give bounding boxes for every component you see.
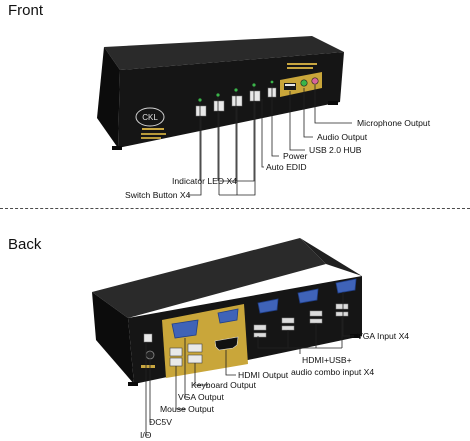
usb-keyboard-port bbox=[169, 357, 183, 367]
usb-hub-port bbox=[284, 83, 296, 90]
callout-hdmi-usb-audio-line1: HDMI+USB+ bbox=[302, 355, 352, 365]
callout-usb-hub: USB 2.0 HUB bbox=[309, 145, 362, 155]
audio-jack bbox=[300, 79, 308, 87]
front-face bbox=[118, 52, 344, 148]
vga-output-port bbox=[171, 319, 199, 339]
vga-input-1 bbox=[217, 308, 239, 324]
callout-audio-output: Audio Output bbox=[317, 132, 368, 142]
io-switch bbox=[143, 333, 153, 343]
usb-mouse-port bbox=[169, 347, 183, 357]
vga-input-2 bbox=[257, 298, 279, 314]
vga-input-3 bbox=[297, 288, 319, 304]
callout-vga-output: VGA Output bbox=[178, 392, 224, 402]
callout-hdmi-usb-audio-line2: audio combo input X4 bbox=[291, 367, 375, 377]
front-heading: Front bbox=[8, 2, 44, 19]
callout-vga-input: VGA Input X4 bbox=[357, 331, 410, 341]
callout-mouse-output: Mouse Output bbox=[160, 404, 214, 414]
back-top-surface bbox=[92, 238, 326, 318]
hdmi-output-port bbox=[214, 336, 239, 351]
back-heading: Back bbox=[8, 236, 42, 253]
callout-io: I/O bbox=[140, 430, 152, 440]
dc5v-jack bbox=[145, 350, 155, 360]
callout-power: Power bbox=[283, 151, 308, 161]
section-divider bbox=[0, 208, 470, 209]
callout-hdmi-output: HDMI Output bbox=[238, 370, 289, 380]
mic-jack bbox=[311, 77, 319, 85]
callout-dc5v: DC5V bbox=[149, 417, 172, 427]
vga-input-4 bbox=[335, 278, 357, 294]
combo-inputs bbox=[253, 303, 349, 338]
callout-switch-button: Switch Button X4 bbox=[125, 190, 191, 200]
front-left-side bbox=[97, 47, 120, 148]
callout-indicator-led: Indicator LED X4 bbox=[172, 176, 237, 186]
front-top-surface bbox=[104, 36, 344, 70]
indicator-leds bbox=[198, 83, 256, 102]
callout-microphone-output: Microphone Output bbox=[357, 118, 431, 128]
power-led bbox=[270, 80, 274, 84]
back-left-side bbox=[92, 292, 134, 384]
brand-logo: CKL bbox=[142, 113, 158, 122]
callout-auto-edid: Auto EDID bbox=[266, 162, 307, 172]
callout-keyboard-output: Keyboard Output bbox=[191, 380, 256, 390]
